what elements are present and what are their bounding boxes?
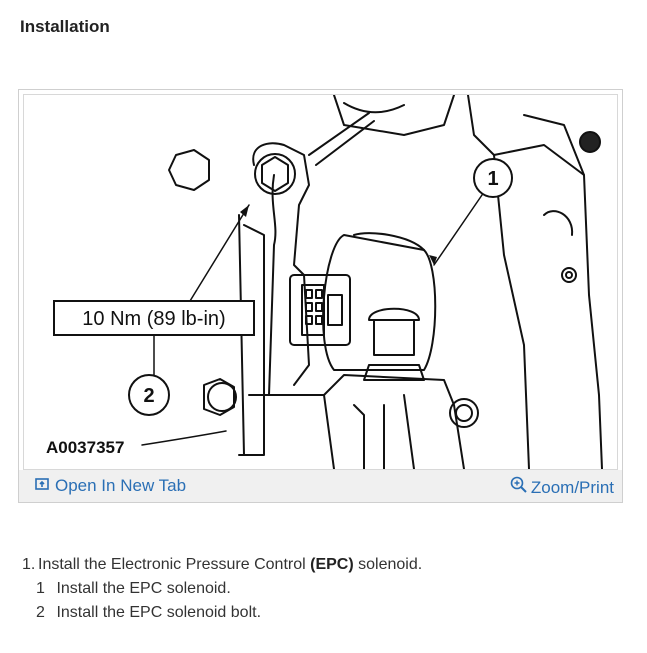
figure-toolbar: Open In New Tab Zoom/Print xyxy=(19,470,622,502)
figure-container: 1 2 10 Nm (89 lb-in) A0037357 Open In Ne… xyxy=(18,89,623,503)
zoom-print-link[interactable]: Zoom/Print xyxy=(510,476,614,499)
callout-1: 1 xyxy=(487,168,498,190)
substep-number: 2 xyxy=(36,604,45,621)
substep-number: 1 xyxy=(36,580,45,597)
figure-id: A0037357 xyxy=(46,438,124,457)
callout-2: 2 xyxy=(143,385,154,407)
open-new-tab-label: Open In New Tab xyxy=(55,476,187,495)
step-bold-term: (EPC) xyxy=(310,556,354,573)
torque-label: 10 Nm (89 lb-in) xyxy=(82,308,225,330)
substep-2: 2 Install the EPC solenoid bolt. xyxy=(22,601,422,625)
substep-text: Install the EPC solenoid bolt. xyxy=(56,604,262,621)
section-title: Installation xyxy=(20,17,110,36)
step-text: Install the Electronic Pressure Control xyxy=(38,556,311,573)
substep-text: Install the EPC solenoid. xyxy=(56,580,231,597)
zoom-print-label: Zoom/Print xyxy=(530,477,614,497)
step-number: 1. xyxy=(22,556,36,573)
step-text-end: solenoid. xyxy=(353,556,423,573)
epc-solenoid-diagram: 1 2 10 Nm (89 lb-in) A0037357 xyxy=(23,94,618,470)
procedure-steps: 1.Install the Electronic Pressure Contro… xyxy=(22,553,422,625)
zoom-in-icon xyxy=(510,476,528,499)
step-main: 1.Install the Electronic Pressure Contro… xyxy=(22,553,422,577)
open-external-icon xyxy=(35,476,49,496)
open-new-tab-link[interactable]: Open In New Tab xyxy=(35,476,186,496)
substep-1: 1 Install the EPC solenoid. xyxy=(22,577,422,601)
